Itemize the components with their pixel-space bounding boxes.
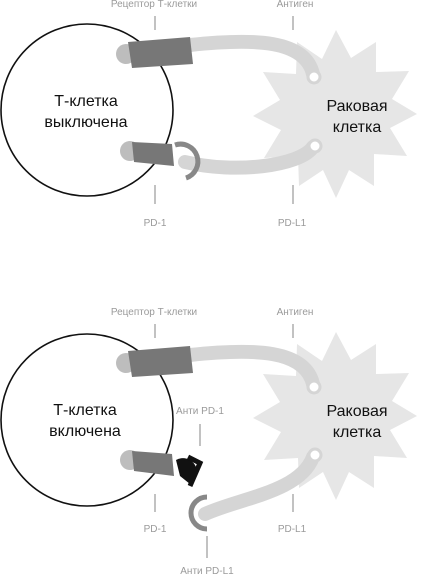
tcell-text-line1: Т-клетка bbox=[53, 402, 117, 419]
label-pdl1: PD-L1 bbox=[278, 218, 307, 229]
cancer-cell-shape bbox=[253, 332, 417, 500]
antigen-anchor bbox=[306, 379, 322, 395]
cancer-text-line1: Раковая bbox=[327, 403, 388, 420]
pdl1-anchor bbox=[307, 138, 323, 154]
label-tcell-receptor: Рецептор Т-клетки bbox=[111, 307, 197, 318]
panel-tcell-on: Рецептор Т-клетки Антиген Анти PD-1 PD-1… bbox=[0, 307, 417, 577]
antigen-anchor bbox=[306, 69, 322, 85]
tcell-text-line2: включена bbox=[49, 423, 121, 440]
label-anti-pd1: Анти PD-1 bbox=[176, 406, 224, 417]
label-tcell-receptor: Рецептор Т-клетки bbox=[111, 0, 197, 10]
tcell-receptor bbox=[116, 346, 193, 377]
cancer-text-line2: клетка bbox=[333, 119, 382, 136]
panel-tcell-off: Рецептор Т-клетки Антиген PD-1 PD-L1 Т-к… bbox=[0, 0, 417, 229]
pdl1-anchor bbox=[307, 447, 323, 463]
pdl1-ligand bbox=[178, 140, 320, 175]
tcell-text-line1: Т-клетка bbox=[54, 93, 118, 110]
label-antigen: Антиген bbox=[277, 0, 314, 10]
label-antigen: Антиген bbox=[277, 307, 314, 318]
pdl1-ligand bbox=[198, 450, 320, 521]
tcell-receptor bbox=[116, 37, 193, 68]
label-anti-pdl1: Анти PD-L1 bbox=[180, 566, 234, 577]
label-pd1: PD-1 bbox=[144, 524, 167, 535]
cancer-text-line2: клетка bbox=[333, 424, 382, 441]
label-pdl1: PD-L1 bbox=[278, 524, 307, 535]
anti-pdl1-antibody bbox=[188, 494, 208, 532]
label-pd1: PD-1 bbox=[144, 218, 167, 229]
cancer-text-line1: Раковая bbox=[327, 98, 388, 115]
antigen-ligand bbox=[183, 34, 320, 81]
antigen-ligand bbox=[183, 344, 320, 391]
pd1-receptor bbox=[120, 450, 174, 476]
tcell-text-line2: выключена bbox=[44, 114, 127, 131]
pd1-receptor bbox=[120, 141, 201, 181]
anti-pd1-antibody bbox=[176, 454, 204, 487]
